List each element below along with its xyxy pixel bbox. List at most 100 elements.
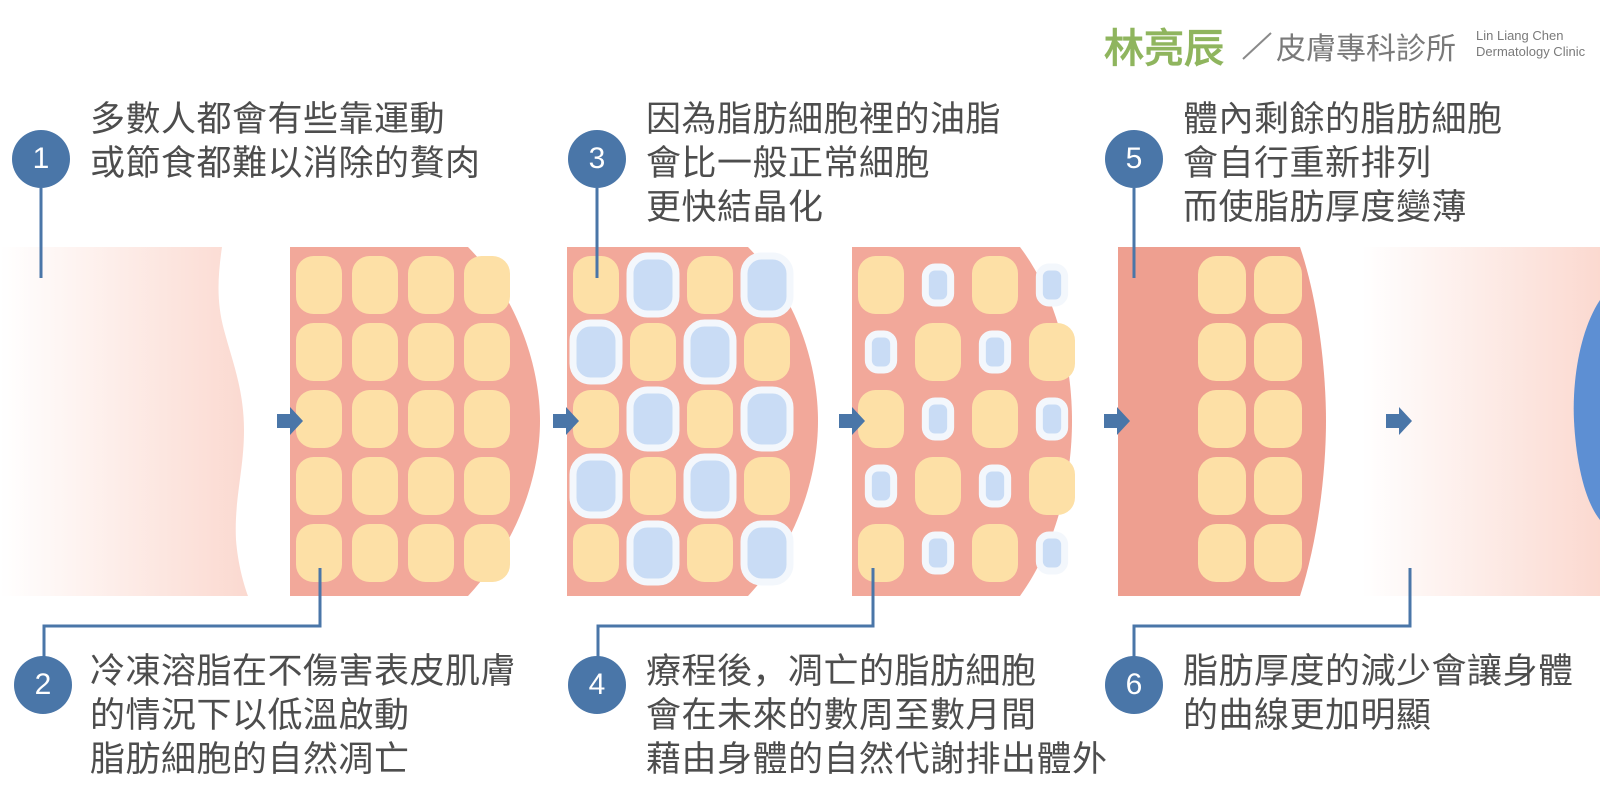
brand-divider bbox=[1242, 32, 1272, 60]
fat-cell bbox=[464, 323, 510, 381]
crystallized-cell bbox=[978, 464, 1012, 508]
arrow-icon bbox=[839, 407, 865, 435]
fat-cell bbox=[915, 323, 961, 381]
fat-cell bbox=[408, 524, 454, 582]
clinic-type: 皮膚專科診所 bbox=[1276, 32, 1456, 67]
fat-cell bbox=[573, 256, 619, 314]
panel-fat-tissue bbox=[290, 247, 540, 596]
fat-cell bbox=[1254, 323, 1302, 381]
fat-cell bbox=[858, 524, 904, 582]
fat-cell bbox=[1198, 323, 1246, 381]
crystallized-cell bbox=[921, 263, 955, 307]
step-text-1: 多數人都會有些靠運動 或節食都難以消除的贅肉 bbox=[90, 98, 481, 186]
fat-cell bbox=[858, 256, 904, 314]
fat-cell bbox=[464, 457, 510, 515]
step-4-line: 藉由身體的自然代謝排出體外 bbox=[646, 740, 1108, 780]
crystallized-cell bbox=[864, 330, 898, 374]
crystallized-cell bbox=[1035, 531, 1069, 575]
fat-cell bbox=[630, 323, 676, 381]
fat-cell bbox=[352, 256, 398, 314]
arrow-icon bbox=[1104, 407, 1130, 435]
step-2-line: 脂肪細胞的自然凋亡 bbox=[90, 740, 410, 780]
crystallized-cell bbox=[921, 397, 955, 441]
panel-apoptosis bbox=[852, 247, 1075, 596]
step-1-line: 多數人都會有些靠運動 bbox=[90, 100, 446, 140]
step-badge-2: 2 bbox=[14, 656, 72, 714]
fat-cell bbox=[573, 524, 619, 582]
fat-cell bbox=[687, 390, 733, 448]
fat-cell bbox=[972, 390, 1018, 448]
step-text-3: 因為脂肪細胞裡的油脂 會比一般正常細胞 更快結晶化 bbox=[646, 98, 1001, 230]
step-3-line: 因為脂肪細胞裡的油脂 bbox=[646, 100, 1002, 140]
step-text-6: 脂肪厚度的減少會讓身體 的曲線更加明顯 bbox=[1183, 650, 1574, 738]
step-badge-5: 5 bbox=[1105, 130, 1163, 188]
crystallized-cell bbox=[569, 453, 623, 519]
fat-cell bbox=[1254, 256, 1302, 314]
arrow-icon bbox=[277, 407, 303, 435]
step-text-2: 冷凍溶脂在不傷害表皮肌膚 的情況下以低溫啟動 脂肪細胞的自然凋亡 bbox=[90, 650, 516, 782]
fat-cell bbox=[352, 390, 398, 448]
fat-cell bbox=[1029, 457, 1075, 515]
crystallized-cell bbox=[1035, 263, 1069, 307]
step-1-line: 或節食都難以消除的贅肉 bbox=[90, 144, 481, 184]
connector-line-6 bbox=[1132, 568, 1412, 658]
fat-cell bbox=[408, 457, 454, 515]
fat-cell bbox=[972, 256, 1018, 314]
fat-cell bbox=[296, 390, 342, 448]
step-badge-6: 6 bbox=[1105, 656, 1163, 714]
step-5-line: 而使脂肪厚度變薄 bbox=[1183, 188, 1468, 228]
fat-cell bbox=[408, 256, 454, 314]
step-4-line: 會在未來的數周至數月間 bbox=[646, 696, 1037, 736]
fat-cell bbox=[1198, 390, 1246, 448]
fat-cell bbox=[408, 323, 454, 381]
arrow-icon bbox=[1386, 407, 1412, 435]
fat-cell bbox=[464, 390, 510, 448]
fat-cell bbox=[352, 524, 398, 582]
step-badge-3: 3 bbox=[568, 130, 626, 188]
remaining-cell-grid bbox=[1198, 256, 1302, 582]
clinic-name: 林亮辰 bbox=[1104, 26, 1224, 72]
connector-line-4 bbox=[596, 568, 875, 658]
connector-line-2 bbox=[42, 568, 322, 658]
crystallized-cell bbox=[626, 520, 680, 586]
arrow-icon bbox=[553, 407, 579, 435]
step-4-line: 療程後，凋亡的脂肪細胞 bbox=[646, 652, 1037, 692]
fat-cell bbox=[972, 524, 1018, 582]
crystallized-cell bbox=[626, 386, 680, 452]
clinic-english-name: Lin Liang Chen Dermatology Clinic bbox=[1476, 28, 1585, 60]
fat-cell bbox=[687, 524, 733, 582]
fat-cell bbox=[296, 524, 342, 582]
slim-contour bbox=[1573, 300, 1600, 520]
fat-cell bbox=[1029, 323, 1075, 381]
step-5-line: 會自行重新排列 bbox=[1183, 144, 1432, 184]
fat-cell bbox=[464, 256, 510, 314]
fat-cell bbox=[464, 524, 510, 582]
step-6-line: 脂肪厚度的減少會讓身體 bbox=[1183, 652, 1574, 692]
crystal-cell-grid bbox=[569, 252, 794, 586]
step-6-line: 的曲線更加明顯 bbox=[1183, 696, 1432, 736]
step-badge-1: 1 bbox=[12, 130, 70, 188]
step-5-line: 體內剩餘的脂肪細胞 bbox=[1183, 100, 1503, 140]
clinic-english-line1: Lin Liang Chen bbox=[1476, 28, 1564, 43]
fat-cell bbox=[1198, 524, 1246, 582]
crystallized-cell bbox=[978, 330, 1012, 374]
step-3-line: 會比一般正常細胞 bbox=[646, 144, 931, 184]
fat-cell bbox=[408, 390, 454, 448]
fat-cell bbox=[630, 457, 676, 515]
fat-cell bbox=[1254, 457, 1302, 515]
crystallized-cell bbox=[740, 520, 794, 586]
fat-cell bbox=[296, 457, 342, 515]
fat-cell bbox=[352, 323, 398, 381]
step-text-5: 體內剩餘的脂肪細胞 會自行重新排列 而使脂肪厚度變薄 bbox=[1183, 98, 1503, 230]
crystallized-cell bbox=[626, 252, 680, 318]
fat-cell bbox=[1198, 457, 1246, 515]
fat-cell bbox=[296, 256, 342, 314]
crystallized-cell bbox=[1035, 397, 1069, 441]
fat-cell bbox=[352, 457, 398, 515]
crystallized-cell bbox=[921, 531, 955, 575]
panel-body-before bbox=[0, 247, 248, 596]
fat-cell bbox=[1198, 256, 1246, 314]
crystallized-cell bbox=[683, 319, 737, 385]
fat-cell bbox=[858, 390, 904, 448]
